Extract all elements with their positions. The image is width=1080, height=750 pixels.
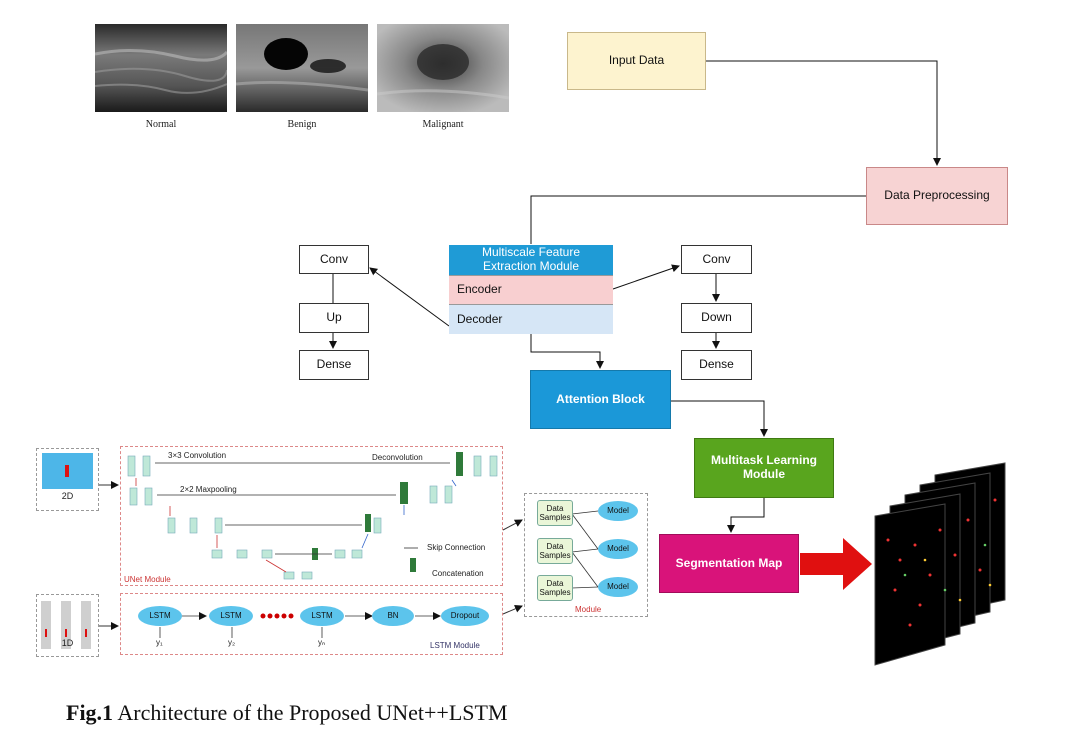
multitask-learning-box: Multitask Learning Module	[694, 438, 834, 498]
conv-3x3-label: 3×3 Convolution	[168, 451, 227, 460]
data-preprocessing-box: Data Preprocessing	[866, 167, 1008, 225]
model-node-1: Model	[598, 501, 638, 521]
model-node-2: Model	[598, 539, 638, 559]
lstm-input-panel: 1D	[36, 594, 99, 657]
models-module-panel	[524, 493, 648, 617]
skip-connection-label: Skip Connection	[427, 543, 486, 552]
msfe-module: Multiscale Feature Extraction Module Enc…	[449, 245, 613, 334]
figure-number: Fig.1	[66, 700, 114, 725]
left-conv-box: Conv	[299, 245, 369, 274]
maxpooling-label: 2×2 Maxpooling	[180, 485, 237, 494]
figure-caption-text: Architecture of the Proposed UNet++LSTM	[113, 700, 508, 725]
left-dense-box: Dense	[299, 350, 369, 380]
lstm-module-panel	[120, 593, 503, 655]
figure-caption: Fig.1 Architecture of the Proposed UNet+…	[66, 700, 508, 726]
data-samples-1: Data Samples	[537, 500, 573, 526]
encoder-box: Encoder	[449, 275, 613, 304]
decoder-box: Decoder	[449, 304, 613, 334]
data-samples-2: Data Samples	[537, 538, 573, 564]
lstm-node-2: LSTM	[209, 606, 253, 626]
segmentation-map-box: Segmentation Map	[659, 534, 799, 593]
msfe-title: Multiscale Feature Extraction Module	[449, 245, 613, 275]
models-module-label: Module	[575, 605, 602, 614]
bn-node: BN	[372, 606, 414, 626]
input-2d-image	[42, 453, 93, 489]
lstm-node-n: LSTM	[300, 606, 344, 626]
right-down-box: Down	[681, 303, 752, 333]
unet-module-label: UNet Module	[124, 575, 171, 584]
attention-block-box: Attention Block	[530, 370, 671, 429]
input-1d-label: 1D	[61, 638, 74, 648]
right-dense-box: Dense	[681, 350, 752, 380]
malignant-label: Malignant	[422, 119, 464, 130]
benign-ultrasound-image	[236, 24, 368, 112]
left-up-box: Up	[299, 303, 369, 333]
malignant-ultrasound-image	[377, 24, 509, 112]
y1-label: y₁	[156, 638, 163, 647]
benign-label: Benign	[287, 119, 317, 130]
data-samples-3: Data Samples	[537, 575, 573, 601]
normal-ultrasound-image	[95, 24, 227, 112]
yn-label: yₙ	[318, 638, 326, 647]
lstm-node-1: LSTM	[138, 606, 182, 626]
unet-module-panel	[120, 446, 503, 586]
right-conv-box: Conv	[681, 245, 752, 274]
y2-label: y₂	[228, 638, 236, 647]
dropout-node: Dropout	[441, 606, 489, 626]
model-node-3: Model	[598, 577, 638, 597]
input-2d-label: 2D	[61, 491, 74, 501]
lstm-module-label: LSTM Module	[430, 641, 480, 650]
normal-label: Normal	[145, 119, 177, 130]
concatenation-label: Concatenation	[432, 569, 484, 578]
input-data-box: Input Data	[567, 32, 706, 90]
deconvolution-label: Deconvolution	[372, 453, 423, 462]
unet-input-panel: 2D	[36, 448, 99, 511]
